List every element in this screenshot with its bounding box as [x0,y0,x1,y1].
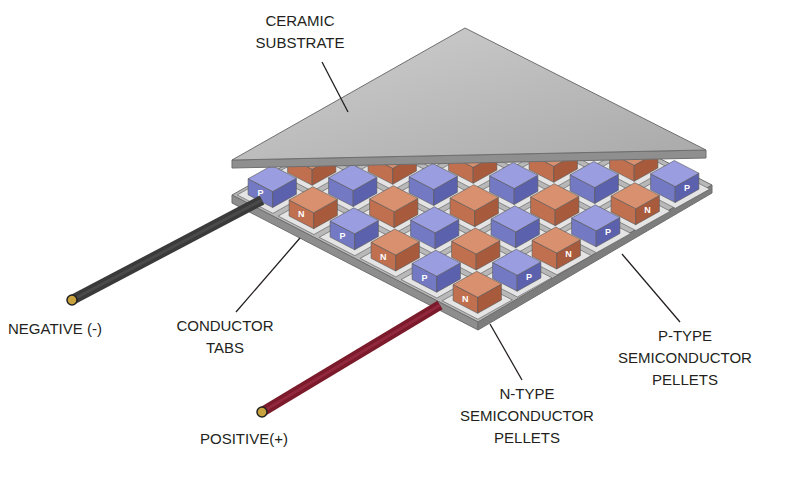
pellet-letter: P [339,231,345,241]
pellet-top [329,165,377,191]
pellet-top [491,206,539,232]
wire-end [257,407,267,417]
pellet-top [570,162,618,188]
pellet-letter: N [298,209,305,219]
leader-line [622,254,680,322]
pellet-top [532,227,580,253]
wire-highlight [262,305,440,412]
pellet-top [572,205,620,231]
part-label: POSITIVE(+) [200,428,288,450]
leader-line [236,238,300,312]
pellet-top [611,183,659,209]
pellet-top [452,228,500,254]
wire-end [67,295,77,305]
pellet-top [450,185,498,211]
pellet-letter: N [462,294,469,304]
part-label: NEGATIVE (-) [8,318,102,340]
negative-wire [72,200,262,300]
pellet-top [651,161,699,187]
pellet-letter: P [526,272,532,282]
pellet-top [531,184,579,210]
pellet-top [412,250,460,276]
pellet-top [453,271,501,297]
leader-line [322,62,348,112]
pellet-top [371,229,419,255]
pellet-top [493,249,541,275]
pellet-letter: P [257,188,263,198]
pellet-letter: P [684,183,690,193]
wire-highlight [72,200,262,300]
part-label: CERAMIC SUBSTRATE [240,10,360,54]
pellet-letter: N [380,252,387,262]
pellet-top [330,208,378,234]
part-label: CONDUCTOR TABS [175,315,275,359]
pellet-top [409,164,457,190]
pellet-letter: N [644,205,651,215]
pellet-letter: P [605,227,611,237]
pellet-top [289,187,337,213]
pellet-letter: N [565,249,572,259]
pellet-top [370,186,418,212]
leader-line [490,324,522,380]
positive-wire [262,305,440,412]
pellet-top [411,207,459,233]
pellet-top [248,166,296,192]
pellet-letter: P [421,273,427,283]
part-label: P-TYPE SEMICONDUCTOR PELLETS [610,325,760,391]
part-label: N-TYPE SEMICONDUCTOR PELLETS [452,383,602,449]
pellet-top [490,163,538,189]
